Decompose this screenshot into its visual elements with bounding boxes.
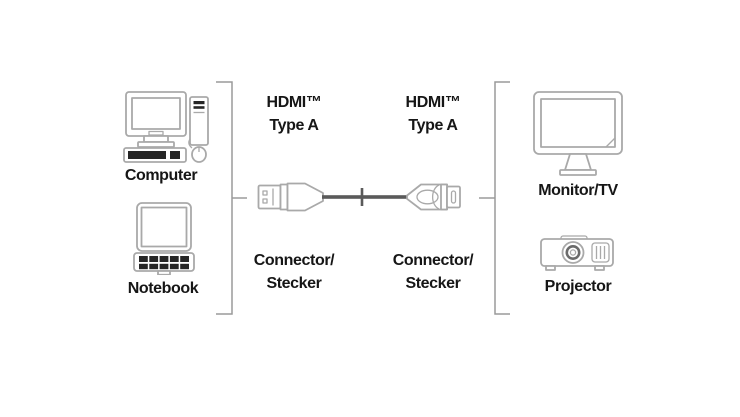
- notebook-icon: [133, 202, 195, 275]
- hdmi-type-a-left: Type A: [269, 117, 319, 134]
- computer-label: Computer: [124, 167, 198, 184]
- monitor-tv-icon: [533, 91, 623, 176]
- hdmi-type-left: HDMI™ Type A: [234, 91, 354, 137]
- connector-en-right: Connector/: [392, 252, 474, 269]
- projector-label: Projector: [544, 278, 612, 295]
- projector-icon: [540, 235, 614, 271]
- left-bracket: [216, 81, 247, 315]
- right-bracket: [479, 81, 510, 315]
- hdmi-type-right: HDMI™ Type A: [373, 91, 493, 137]
- connector-caption-left: Connector/ Stecker: [234, 249, 354, 295]
- connector-en-left: Connector/: [253, 252, 335, 269]
- notebook-label: Notebook: [127, 280, 199, 297]
- hdmi-standard-left: HDMI™: [266, 94, 322, 111]
- desktop-computer-icon: [123, 91, 209, 163]
- hdmi-type-a-right: Type A: [408, 117, 458, 134]
- hdmi-cable-icon: [257, 182, 461, 212]
- monitor-tv-label: Monitor/TV: [538, 182, 618, 199]
- hdmi-standard-right: HDMI™: [405, 94, 461, 111]
- connector-caption-right: Connector/ Stecker: [373, 249, 493, 295]
- connector-de-right: Stecker: [405, 275, 461, 292]
- connector-de-left: Stecker: [266, 275, 322, 292]
